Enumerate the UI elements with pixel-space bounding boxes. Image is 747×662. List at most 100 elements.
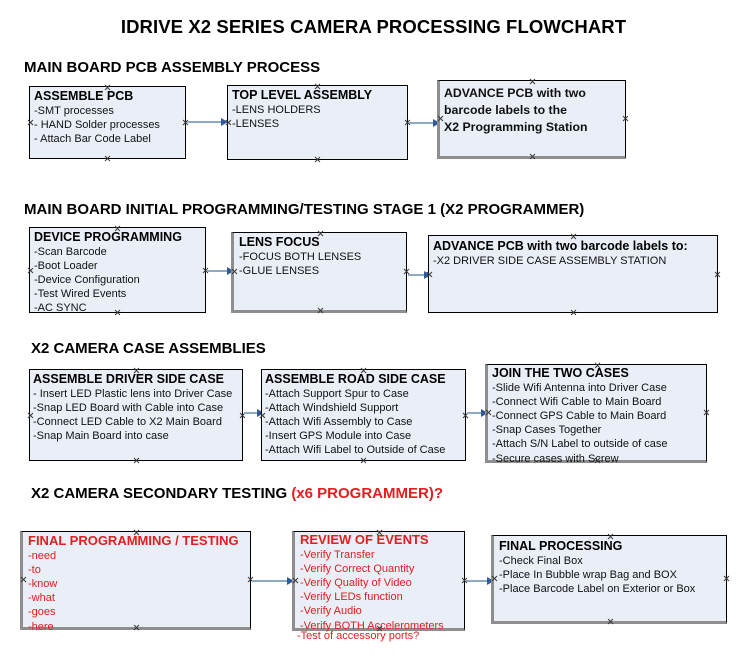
connector-handle-bottom[interactable] [570, 309, 577, 316]
connector-handle-top[interactable] [607, 533, 614, 540]
box-line: -Secure cases with Screw [492, 452, 619, 465]
box-line: -Verify Quality of Video [300, 576, 412, 589]
connector-handle-top[interactable] [133, 367, 140, 374]
connector-handle-top[interactable] [133, 529, 140, 536]
connector-handle-bottom[interactable] [104, 155, 111, 162]
connector-handle-top[interactable] [104, 84, 111, 91]
box-line: -Snap Cases Together [492, 424, 602, 437]
box-advance-pcb-x2-programming-station[interactable]: ADVANCE PCB with two barcode labels to t… [437, 80, 626, 159]
box-line: -Verify Audio [300, 605, 362, 618]
connector-handle-top[interactable] [529, 78, 536, 85]
box-assemble-road-side-case[interactable]: ASSEMBLE ROAD SIDE CASE -Attach Support … [261, 369, 466, 461]
connector-handle-left[interactable] [491, 575, 498, 582]
connector-handle-bottom[interactable] [314, 156, 321, 163]
box-line: - Attach Bar Code Label [34, 132, 151, 145]
connector-handle-bottom[interactable] [607, 618, 614, 625]
connector-handle-left[interactable] [426, 271, 433, 278]
box-top-level-assembly[interactable]: TOP LEVEL ASSEMBLY -LENS HOLDERS -LENSES [227, 85, 408, 160]
connector-handle-right[interactable] [622, 115, 629, 122]
box-final-programming-testing[interactable]: FINAL PROGRAMMING / TESTING -need -to -k… [20, 529, 251, 633]
box-line: -goes [28, 606, 56, 619]
box-line: -Attach Windshield Support [265, 401, 399, 414]
arrow-assemble-pcb-to-top-level-assembly [187, 118, 228, 126]
box-line: -LENS HOLDERS [232, 103, 321, 116]
box-join-the-two-cases[interactable]: JOIN THE TWO CASES -Slide Wifi Antenna i… [485, 362, 710, 465]
connector-handle-bottom[interactable] [114, 309, 121, 316]
box-line: -Snap LED Board with Cable into Case [33, 401, 224, 414]
connector-handle-left[interactable] [437, 115, 444, 122]
box-line: ADVANCE PCB with two [444, 86, 586, 100]
box-line: -what [28, 592, 55, 605]
box-line: -FOCUS BOTH LENSES [239, 250, 362, 263]
page-title: IDRIVE X2 SERIES CAMERA PROCESSING FLOWC… [120, 16, 627, 37]
arrow-head-icon [433, 119, 440, 127]
section-heading-main-board-pcb-assembly: MAIN BOARD PCB ASSEMBLY PROCESS [24, 59, 320, 76]
box-line: -Verify LEDs function [300, 591, 403, 604]
box-line: -Slide Wifi Antenna into Driver Case [492, 381, 667, 394]
section-heading-text: X2 CAMERA SECONDARY TESTING [31, 485, 292, 502]
box-title: ASSEMBLE PCB [34, 89, 134, 103]
connector-handle-top[interactable] [570, 233, 577, 240]
connector-handle-left[interactable] [27, 412, 34, 419]
box-assemble-driver-side-case[interactable]: ASSEMBLE DRIVER SIDE CASE - Insert LED P… [29, 369, 243, 461]
box-line: -SMT processes [34, 104, 114, 117]
connector-handle-left[interactable] [20, 576, 27, 583]
connector-handle-top[interactable] [376, 529, 383, 536]
box-line: -Verify Correct Quantity [300, 562, 415, 575]
connector-handle-left[interactable] [292, 577, 299, 584]
connector-handle-bottom[interactable] [594, 457, 601, 464]
connector-handle-left[interactable] [27, 267, 34, 274]
section-heading-accent: (x6 PROGRAMMER)? [291, 485, 443, 502]
box-line: -Insert GPS Module into Case [265, 430, 412, 443]
connector-handle-right[interactable] [714, 271, 721, 278]
arrow-head-icon [287, 577, 294, 585]
arrow-top-level-assembly-to-advance-pcb [409, 119, 440, 127]
box-line: -Connect GPS Cable to Main Board [492, 409, 667, 422]
box-title: ASSEMBLE ROAD SIDE CASE [265, 372, 446, 386]
box-line: -Attach Wifi Label to Outside of Case [265, 444, 446, 457]
box-title: DEVICE PROGRAMMING [34, 230, 182, 244]
connector-handle-right[interactable] [703, 409, 710, 416]
connector-handle-top[interactable] [360, 367, 367, 374]
box-title: ADVANCE PCB with two barcode labels to: [433, 239, 688, 253]
connector-handle-top[interactable] [314, 83, 321, 90]
box-line: X2 Programming Station [444, 120, 588, 134]
connector-handle-left[interactable] [27, 119, 34, 126]
box-device-programming[interactable]: DEVICE PROGRAMMING -Scan Barcode -Boot L… [27, 225, 206, 316]
box-line: -Check Final Box [499, 554, 583, 567]
connector-handle-bottom[interactable] [360, 457, 367, 464]
box-line: -Place Barcode Label on Exterior or Box [499, 582, 696, 595]
box-line: -GLUE LENSES [239, 264, 320, 277]
connector-handle-top[interactable] [594, 362, 601, 369]
connector-handle-left[interactable] [231, 268, 238, 275]
connector-handle-top[interactable] [114, 225, 121, 232]
box-line: -to [28, 563, 41, 576]
connector-handle-bottom[interactable] [133, 624, 140, 631]
box-advance-pcb-driver-side-case[interactable]: ADVANCE PCB with two barcode labels to: … [428, 235, 718, 313]
arrow-final-programming-to-review-of-events [252, 577, 294, 585]
box-title: ASSEMBLE DRIVER SIDE CASE [33, 372, 225, 386]
arrow-review-of-events-to-final-processing [466, 577, 494, 585]
box-line: -Attach S/N Label to outside of case [492, 438, 668, 451]
box-line: -here [28, 620, 54, 633]
connector-handle-left[interactable] [259, 412, 266, 419]
box-line: - Insert LED Plastic lens into Driver Ca… [33, 387, 233, 400]
box-line: -Verify Transfer [300, 548, 375, 561]
box-review-of-events[interactable]: REVIEW OF EVENTS -Verify Transfer -Verif… [292, 529, 465, 632]
connector-handle-left[interactable] [225, 119, 232, 126]
box-line: barcode labels to the [444, 103, 567, 117]
box-final-processing[interactable]: FINAL PROCESSING -Check Final Box -Place… [491, 535, 727, 624]
box-line: -Place In Bubble wrap Bag and BOX [499, 568, 677, 581]
box-assemble-pcb[interactable]: ASSEMBLE PCB -SMT processes - HAND Solde… [29, 86, 186, 159]
connector-handle-right[interactable] [723, 575, 730, 582]
connector-handle-bottom[interactable] [133, 457, 140, 464]
box-line: -Connect Wifi Cable to Main Board [492, 395, 662, 408]
connector-handle-bottom[interactable] [529, 153, 536, 160]
connector-handle-left[interactable] [485, 409, 492, 416]
box-line: -Scan Barcode [34, 245, 107, 258]
box-line: -Test Wired Events [34, 288, 127, 301]
connector-handle-bottom[interactable] [317, 307, 324, 314]
box-lens-focus[interactable]: LENS FOCUS -FOCUS BOTH LENSES -GLUE LENS… [231, 232, 407, 313]
box-line: - HAND Solder processes [34, 118, 160, 131]
connector-handle-top[interactable] [317, 230, 324, 237]
